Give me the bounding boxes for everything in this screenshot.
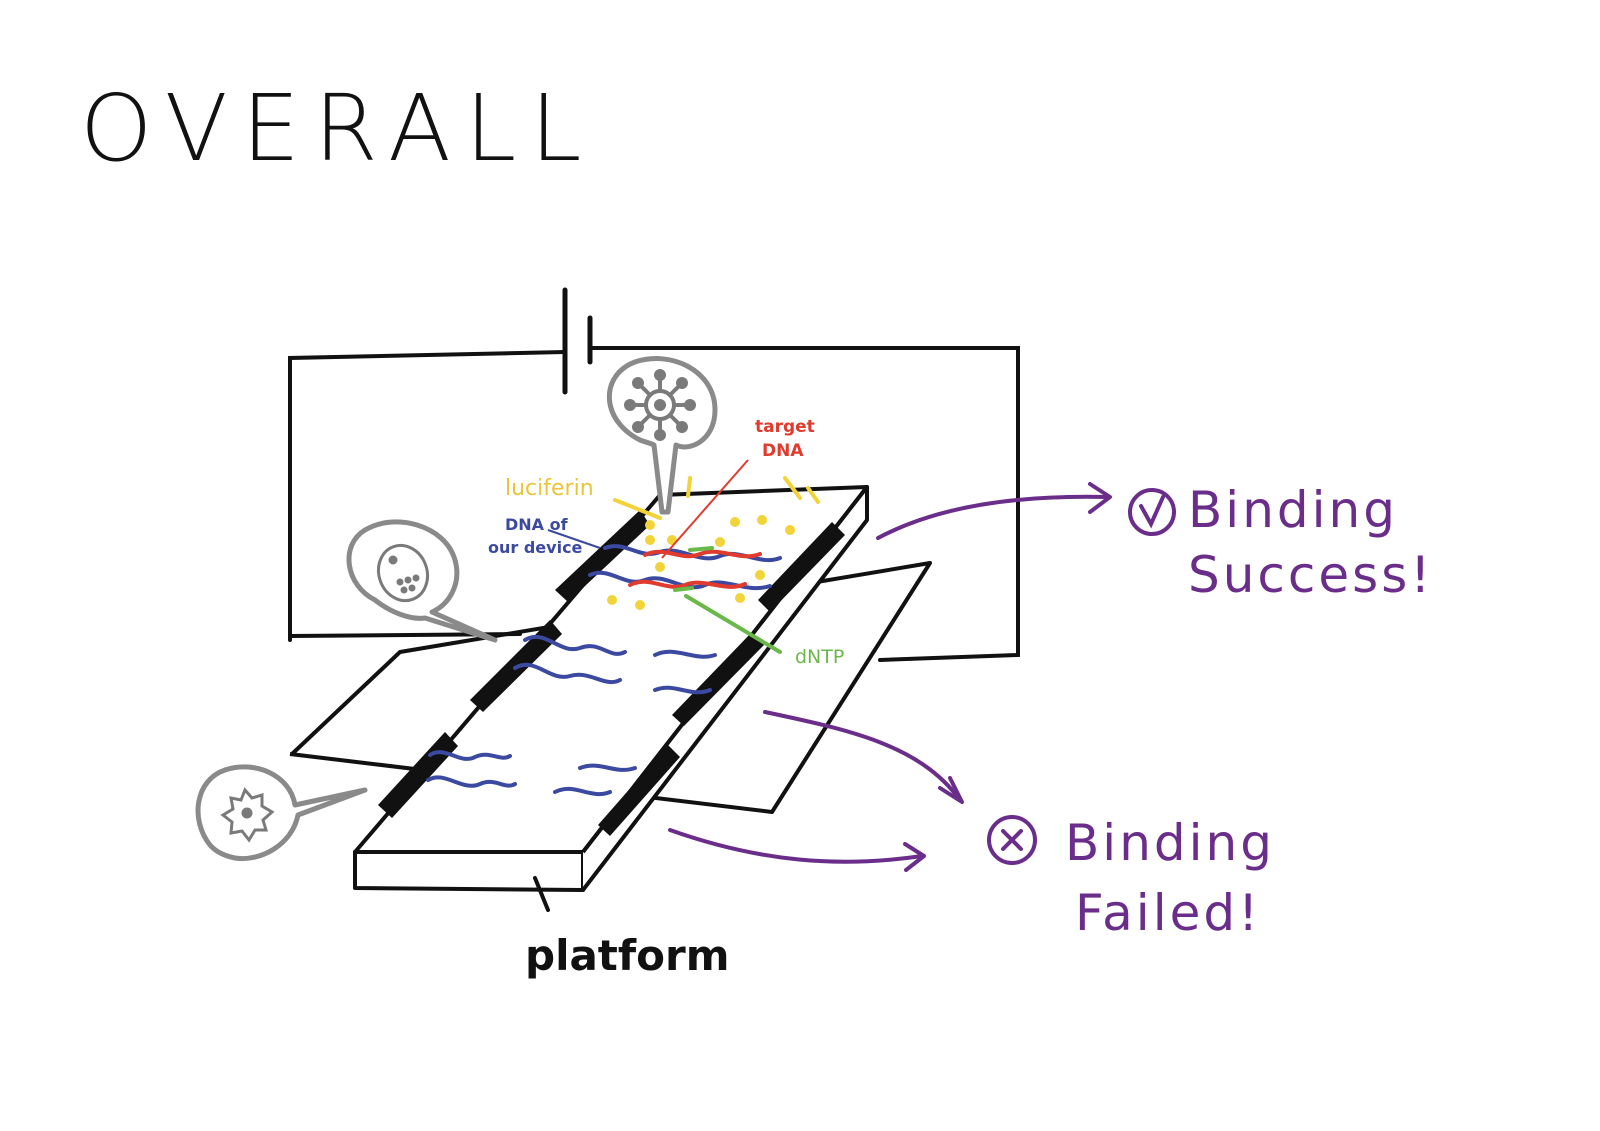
virus-icon	[624, 369, 696, 441]
target-dna-pointer	[661, 459, 749, 559]
target-dna-strands	[628, 549, 762, 589]
label-luciferin: luciferin	[505, 476, 594, 501]
failed-line2: Failed!	[1075, 884, 1261, 942]
success-line2: Success!	[1188, 546, 1433, 604]
device-dna-strands	[426, 544, 782, 797]
failed-arrow-upper	[763, 710, 962, 802]
failed-line1: Binding	[1065, 814, 1275, 872]
success-line1: Binding	[1188, 481, 1398, 539]
spiky-cell-bubble	[195, 764, 368, 862]
label-device-dna-line2: our device	[488, 538, 583, 557]
outcome-arrows	[668, 482, 1112, 872]
label-dntp: dNTP	[795, 646, 844, 668]
check-circle-icon	[1128, 488, 1176, 536]
label-platform: platform	[525, 931, 729, 980]
device-dna-pointer	[547, 529, 601, 549]
battery-icon	[562, 287, 593, 395]
platform-strip	[353, 485, 869, 892]
cell-icon	[376, 543, 430, 603]
label-target-dna-line2: DNA	[762, 441, 804, 461]
diagram-title: OVERALL	[80, 75, 596, 182]
luciferin-glow	[607, 476, 820, 610]
success-arrow	[876, 494, 1110, 540]
spiky-cell-icon	[220, 787, 275, 843]
x-circle-icon	[987, 815, 1037, 865]
platform-pointer	[533, 876, 550, 912]
dntp-segments	[673, 546, 782, 654]
cell-bubble	[346, 519, 498, 643]
label-target-dna-line1: target	[755, 417, 815, 437]
failed-arrow-lower	[668, 828, 924, 864]
label-device-dna-line1: DNA of	[505, 515, 569, 534]
